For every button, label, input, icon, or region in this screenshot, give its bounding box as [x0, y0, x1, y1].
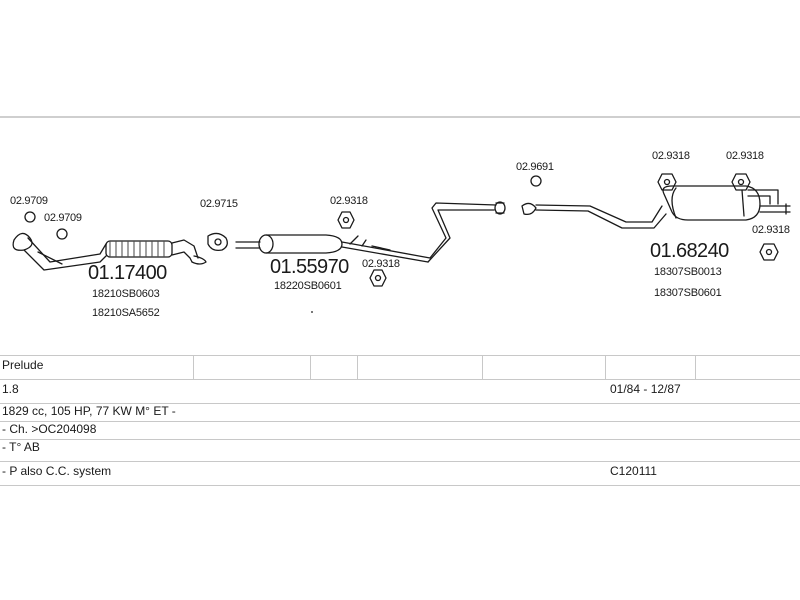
- gasket-1-icon: [207, 232, 228, 252]
- table-bottom-border: [0, 485, 800, 486]
- vehicle-type: - T° AB: [2, 440, 40, 454]
- rear-silencer-oem-1: 18307SB0013: [654, 266, 722, 278]
- mount-3-icon: [657, 173, 677, 191]
- mount-5-label: 02.9318: [752, 224, 790, 236]
- rear-silencer: [535, 185, 791, 229]
- front-pipe-oem-1: 18210SB0603: [92, 288, 160, 300]
- table-top-border: [0, 355, 800, 356]
- mount-2-label: 02.9318: [362, 258, 400, 270]
- table-row: - P also C.C. system C120111: [0, 461, 800, 485]
- vehicle-period: 01/84 - 12/87: [610, 382, 681, 396]
- rear-silencer-oem-2: 18307SB0601: [654, 287, 722, 299]
- front-pipe-oem-2: 18210SA5652: [92, 307, 160, 319]
- mount-2-icon: [369, 269, 387, 287]
- vehicle-spec: 1829 cc, 105 HP, 77 KW M° ET -: [2, 404, 176, 418]
- mount-1-icon: [337, 211, 355, 229]
- gasket-2-label: 02.9691: [516, 161, 554, 173]
- gasket-1-label: 02.9715: [200, 198, 238, 210]
- clamp-2-icon: [56, 228, 68, 240]
- vehicle-engine: 1.8: [2, 382, 19, 396]
- mount-1-label: 02.9318: [330, 195, 368, 207]
- clamp-1-icon: [24, 211, 36, 223]
- table-row: 1.8 01/84 - 12/87: [0, 379, 800, 403]
- front-pipe: [12, 232, 207, 271]
- vehicle-model: Prelude: [2, 358, 44, 372]
- clamp-1-label: 02.9709: [10, 195, 48, 207]
- catalog-code: C120111: [610, 464, 657, 478]
- table-row: 1829 cc, 105 HP, 77 KW M° ET -: [0, 403, 800, 421]
- top-divider: [0, 116, 800, 118]
- table-row: Prelude: [0, 355, 800, 379]
- middle-silencer: [235, 234, 431, 263]
- middle-silencer-oem: 18220SB0601: [274, 280, 342, 292]
- table-row: - Ch. >OC204098: [0, 421, 800, 439]
- intermediate-pipe: [427, 201, 506, 263]
- mount-4-label: 02.9318: [726, 150, 764, 162]
- vehicle-note: - P also C.C. system: [2, 464, 112, 478]
- mount-5-icon: [759, 243, 779, 261]
- front-pipe-part-number: 01.17400: [88, 262, 167, 284]
- middle-silencer-part-number: 01.55970: [270, 256, 349, 278]
- mount-3-label: 02.9318: [652, 150, 690, 162]
- mount-4-icon: [731, 173, 751, 191]
- clamp-2-label: 02.9709: [44, 212, 82, 224]
- rubber-mounts: [337, 173, 779, 287]
- rear-silencer-part-number: 01.68240: [650, 240, 729, 262]
- vehicle-chassis: - Ch. >OC204098: [2, 422, 97, 436]
- table-row: - T° AB: [0, 439, 800, 459]
- gasket-2-icon: [530, 175, 542, 187]
